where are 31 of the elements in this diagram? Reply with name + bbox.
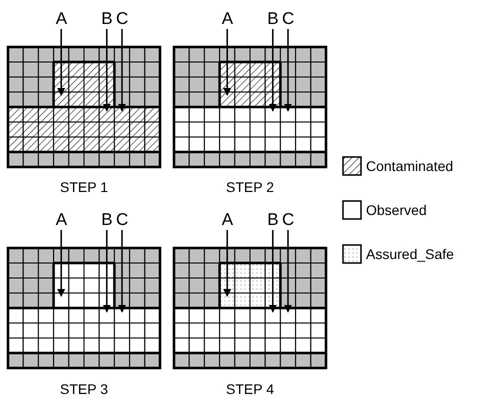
- arrow: [223, 230, 232, 297]
- arrow: [118, 29, 126, 112]
- arrow-label: A: [222, 211, 234, 228]
- arrow: [268, 29, 277, 112]
- arrow-label: B: [101, 211, 113, 228]
- arrow: [102, 29, 111, 112]
- arrow-label: B: [267, 211, 279, 228]
- arrow-label: A: [56, 211, 68, 228]
- legend-text: Observed: [366, 203, 427, 217]
- arrow-label: C: [116, 211, 128, 228]
- arrow: [284, 29, 292, 112]
- arrow: [57, 29, 66, 96]
- step-label: STEP 3: [60, 382, 108, 396]
- arrow-label: C: [282, 211, 294, 228]
- arrow: [57, 230, 66, 297]
- arrow-label: B: [101, 10, 113, 27]
- step-label: STEP 2: [226, 180, 274, 194]
- legend-text: Contaminated: [366, 159, 454, 173]
- arrow-label: A: [222, 10, 234, 27]
- arrow: [284, 230, 292, 313]
- arrow-label: A: [56, 10, 68, 27]
- step-label: STEP 4: [226, 382, 274, 396]
- arrow: [102, 230, 111, 313]
- arrow-label: B: [267, 10, 279, 27]
- arrow-label: C: [282, 10, 294, 27]
- arrow: [268, 230, 277, 313]
- arrow: [223, 29, 232, 96]
- legend-text: Assured_Safe: [366, 247, 454, 261]
- arrow: [118, 230, 126, 313]
- arrow-label: C: [116, 10, 128, 27]
- step-label: STEP 1: [60, 180, 108, 194]
